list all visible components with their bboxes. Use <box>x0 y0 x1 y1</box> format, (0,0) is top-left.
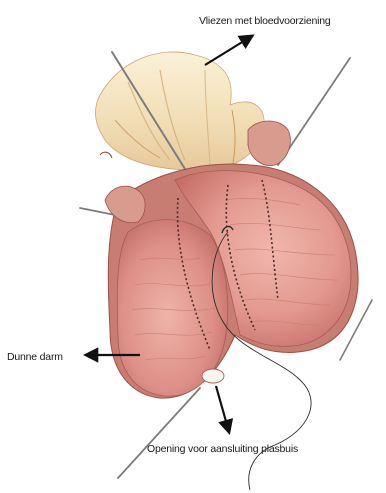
label-pouch-opening: Opening voor aansluiting plasbuis <box>147 443 298 455</box>
label-fat-blood-supply: Vliezen met bloedvoorziening <box>199 15 331 27</box>
arrow-fat-blood-supply <box>205 36 252 65</box>
urethra-opening <box>202 369 224 383</box>
mesentery-tissue <box>95 52 264 171</box>
arrow-pouch-opening <box>216 386 229 432</box>
label-small-intestine: Dunne darm <box>7 351 63 363</box>
